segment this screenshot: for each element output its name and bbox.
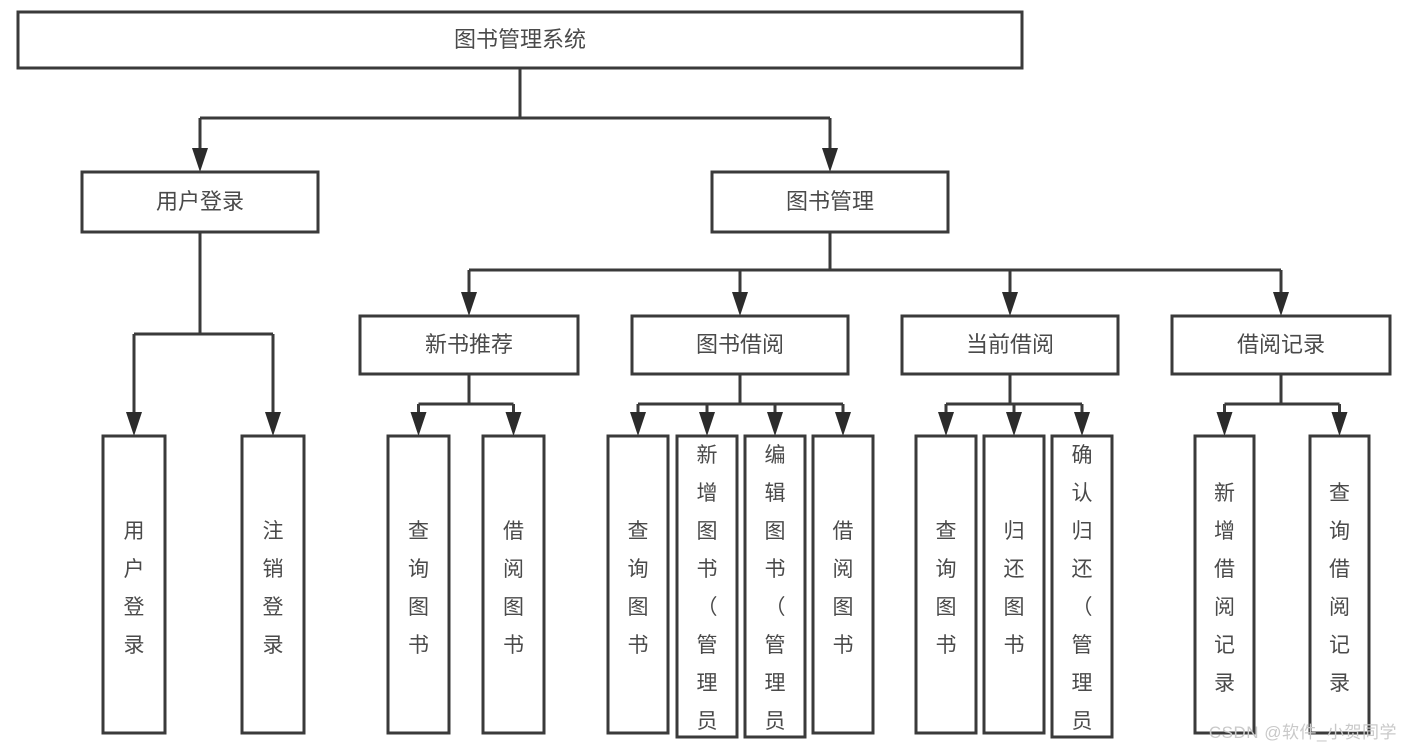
node-label-leaf-edit-book: 编辑图书（管理员） — [765, 444, 786, 747]
node-book-borrow[interactable]: 图书借阅 — [630, 314, 850, 376]
node-leaf-borrow-book-1[interactable]: 借阅图书 — [481, 434, 546, 735]
connector-group-c-root — [192, 68, 838, 172]
node-label-book-borrow: 图书借阅 — [696, 332, 784, 357]
node-label-borrow-record: 借阅记录 — [1237, 332, 1325, 357]
node-label-leaf-query-record: 查询借阅记录 — [1329, 482, 1350, 695]
arrow-head-icon — [461, 292, 477, 316]
node-label-leaf-borrow-book-1: 借阅图书 — [503, 520, 524, 657]
node-layer: 图书管理系统用户登录图书管理新书推荐图书借阅当前借阅借阅记录用户登录注销登录查询… — [16, 10, 1392, 747]
node-box-book-borrow — [630, 314, 850, 376]
node-box-new-book-rec — [358, 314, 580, 376]
connector-group-c-book-borrow — [630, 374, 851, 436]
node-new-book-rec[interactable]: 新书推荐 — [358, 314, 580, 376]
node-label-leaf-add-book: 新增图书（管理员） — [697, 444, 718, 747]
connector-group-c-borrow-record — [1216, 374, 1348, 436]
node-box-leaf-confirm-return — [1050, 434, 1114, 739]
node-leaf-return-book[interactable]: 归还图书 — [982, 434, 1046, 735]
node-label-leaf-add-record: 新增借阅记录 — [1214, 482, 1235, 695]
connector-group-c-current-borrow — [938, 374, 1090, 436]
node-box-leaf-query-book-2 — [606, 434, 670, 735]
node-box-leaf-query-book-3 — [914, 434, 978, 735]
node-box-leaf-user-login — [101, 434, 167, 735]
node-box-user-login — [80, 170, 320, 234]
arrow-head-icon — [192, 148, 208, 172]
arrow-head-icon — [699, 412, 715, 436]
node-box-leaf-query-record — [1308, 434, 1371, 735]
node-box-leaf-add-record — [1193, 434, 1256, 735]
node-label-new-book-rec: 新书推荐 — [425, 332, 513, 357]
node-label-leaf-user-login: 用户登录 — [124, 520, 145, 657]
node-label-leaf-query-book-2: 查询图书 — [628, 520, 649, 657]
node-box-borrow-record — [1170, 314, 1392, 376]
connector-layer — [126, 68, 1348, 436]
arrow-head-icon — [1074, 412, 1090, 436]
node-label-leaf-return-book: 归还图书 — [1004, 520, 1025, 657]
node-box-leaf-borrow-book-1 — [481, 434, 546, 735]
node-label-root: 图书管理系统 — [454, 27, 586, 52]
node-current-borrow[interactable]: 当前借阅 — [900, 314, 1120, 376]
node-leaf-user-login[interactable]: 用户登录 — [101, 434, 167, 735]
node-box-leaf-borrow-book-2 — [811, 434, 875, 735]
node-box-leaf-query-book-1 — [386, 434, 451, 735]
arrow-head-icon — [822, 148, 838, 172]
node-leaf-query-record[interactable]: 查询借阅记录 — [1308, 434, 1371, 735]
arrow-head-icon — [767, 412, 783, 436]
node-leaf-add-book[interactable]: 新增图书（管理员） — [675, 434, 739, 747]
node-label-leaf-logout: 注销登录 — [263, 520, 284, 657]
connector-group-c-new-book-rec — [410, 374, 522, 436]
connector-group-c-user-login — [126, 232, 281, 436]
node-label-book-manage: 图书管理 — [786, 189, 874, 214]
node-leaf-confirm-return[interactable]: 确认归还（管理员） — [1050, 434, 1114, 747]
node-user-login[interactable]: 用户登录 — [80, 170, 320, 234]
arrow-head-icon — [1216, 412, 1233, 436]
node-label-leaf-confirm-return: 确认归还（管理员） — [1072, 444, 1093, 747]
arrow-head-icon — [1002, 292, 1018, 316]
arrow-head-icon — [1273, 292, 1289, 316]
node-leaf-query-book-2[interactable]: 查询图书 — [606, 434, 670, 735]
arrow-head-icon — [938, 412, 954, 436]
arrow-head-icon — [732, 292, 748, 316]
arrow-head-icon — [505, 412, 522, 436]
node-book-manage[interactable]: 图书管理 — [710, 170, 950, 234]
node-box-leaf-return-book — [982, 434, 1046, 735]
arrow-head-icon — [1331, 412, 1348, 436]
arrow-head-icon — [265, 412, 281, 436]
node-label-current-borrow: 当前借阅 — [966, 332, 1054, 357]
node-root[interactable]: 图书管理系统 — [16, 10, 1024, 70]
arrow-head-icon — [1006, 412, 1022, 436]
arrow-head-icon — [126, 412, 142, 436]
node-box-leaf-add-book — [675, 434, 739, 739]
node-box-root — [16, 10, 1024, 70]
arrow-head-icon — [835, 412, 851, 436]
node-leaf-edit-book[interactable]: 编辑图书（管理员） — [743, 434, 807, 747]
csdn-watermark: CSDN @软件_小贺同学 — [1208, 723, 1397, 742]
node-box-current-borrow — [900, 314, 1120, 376]
node-leaf-query-book-3[interactable]: 查询图书 — [914, 434, 978, 735]
node-leaf-query-book-1[interactable]: 查询图书 — [386, 434, 451, 735]
connector-group-c-book-manage — [461, 232, 1289, 316]
node-label-user-login: 用户登录 — [156, 189, 244, 214]
arrow-head-icon — [630, 412, 646, 436]
node-box-book-manage — [710, 170, 950, 234]
arrow-head-icon — [410, 412, 427, 436]
node-box-leaf-logout — [240, 434, 306, 735]
node-leaf-add-record[interactable]: 新增借阅记录 — [1193, 434, 1256, 735]
node-label-leaf-borrow-book-2: 借阅图书 — [833, 520, 854, 657]
node-leaf-logout[interactable]: 注销登录 — [240, 434, 306, 735]
node-label-leaf-query-book-1: 查询图书 — [408, 520, 429, 657]
node-borrow-record[interactable]: 借阅记录 — [1170, 314, 1392, 376]
node-box-leaf-edit-book — [743, 434, 807, 739]
node-label-leaf-query-book-3: 查询图书 — [936, 520, 957, 657]
node-leaf-borrow-book-2[interactable]: 借阅图书 — [811, 434, 875, 735]
